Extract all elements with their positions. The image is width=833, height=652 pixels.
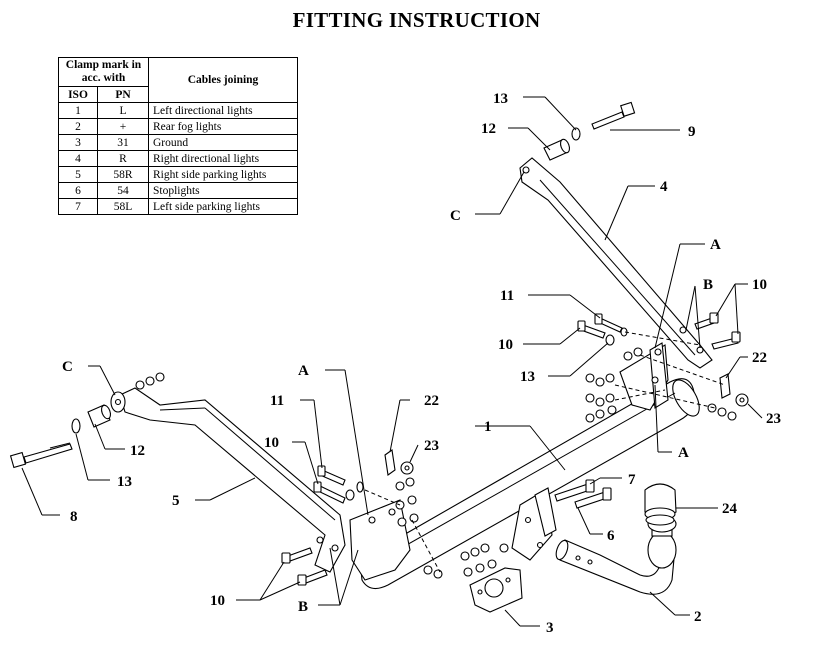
bolt-9 <box>591 101 636 130</box>
label-10-mid: 10 <box>498 337 513 353</box>
cable-cell: Right side parking lights <box>148 166 298 183</box>
bolts-6-7 <box>554 479 612 509</box>
label-7: 7 <box>628 472 636 488</box>
label-5: 5 <box>172 493 180 509</box>
label-8: 8 <box>70 509 78 525</box>
cable-cell: Right directional lights <box>148 150 298 167</box>
towball <box>555 515 677 595</box>
bolt-8 <box>9 442 73 469</box>
spacer-12-top <box>543 138 571 161</box>
spacer-12-left <box>87 404 112 428</box>
label-4: 4 <box>660 179 668 195</box>
washer-13-right <box>605 334 615 346</box>
label-22-right: 22 <box>752 350 767 366</box>
right-side-arm <box>519 157 713 369</box>
label-24: 24 <box>722 501 738 517</box>
header-clamp-mark: Clamp mark in acc. with <box>58 57 149 87</box>
socket-plate <box>469 567 523 613</box>
nuts-right-bracket <box>585 347 737 423</box>
label-1: 1 <box>484 419 492 435</box>
nut-23-left <box>400 461 414 475</box>
bolt-10-right-a <box>577 320 606 339</box>
label-9: 9 <box>688 124 696 140</box>
leader-lines <box>21 96 763 627</box>
bolts-10-right-b <box>694 312 741 350</box>
cable-cell: Left side parking lights <box>148 198 298 215</box>
label-11-right: 11 <box>500 288 514 304</box>
label-3: 3 <box>546 620 554 636</box>
label-23-right: 23 <box>766 411 781 427</box>
ball-cap <box>644 483 677 526</box>
bolts-11-right <box>594 313 628 337</box>
label-10-bottom: 10 <box>210 593 225 609</box>
label-23-left: 23 <box>424 438 439 454</box>
label-12-top: 12 <box>481 121 496 137</box>
label-22-left: 22 <box>424 393 439 409</box>
label-A-left: A <box>298 363 309 379</box>
left-side-arm <box>110 372 346 573</box>
bolts-10-bottom-left <box>281 547 328 586</box>
label-2: 2 <box>694 609 702 625</box>
header-cables-joining: Cables joining <box>148 57 298 103</box>
label-B-top: B <box>703 277 713 293</box>
main-cross-tube <box>349 342 700 590</box>
label-A-right: A <box>678 445 689 461</box>
label-A-top: A <box>710 237 721 253</box>
page-title: FITTING INSTRUCTION <box>292 8 541 32</box>
clip-22-left <box>384 449 396 476</box>
label-10-left: 10 <box>264 435 279 451</box>
label-C-top: C <box>450 208 461 224</box>
label-11-left: 11 <box>270 393 284 409</box>
label-C-left: C <box>62 359 73 375</box>
pn-cell: 58R <box>97 166 149 183</box>
label-13-right: 13 <box>520 369 535 385</box>
cable-cell: Stoplights <box>148 182 298 199</box>
label-13-top: 13 <box>493 91 508 107</box>
washer-13-top <box>571 127 581 141</box>
assembly-dashed-lines <box>364 331 726 573</box>
label-12-left: 12 <box>130 443 145 459</box>
header-pn: PN <box>97 86 149 103</box>
clamp-mark-table: Clamp mark in acc. with Cables joining I… <box>58 57 298 215</box>
nut-23-right <box>735 393 749 407</box>
label-6: 6 <box>607 528 615 544</box>
label-13-left: 13 <box>117 474 132 490</box>
nuts-ball-mount <box>460 543 509 577</box>
bolts-11-left <box>313 465 364 504</box>
label-10-right: 10 <box>752 277 767 293</box>
clip-22-right <box>719 373 731 399</box>
washer-13-left <box>71 418 81 434</box>
label-B-bottom: B <box>298 599 308 615</box>
